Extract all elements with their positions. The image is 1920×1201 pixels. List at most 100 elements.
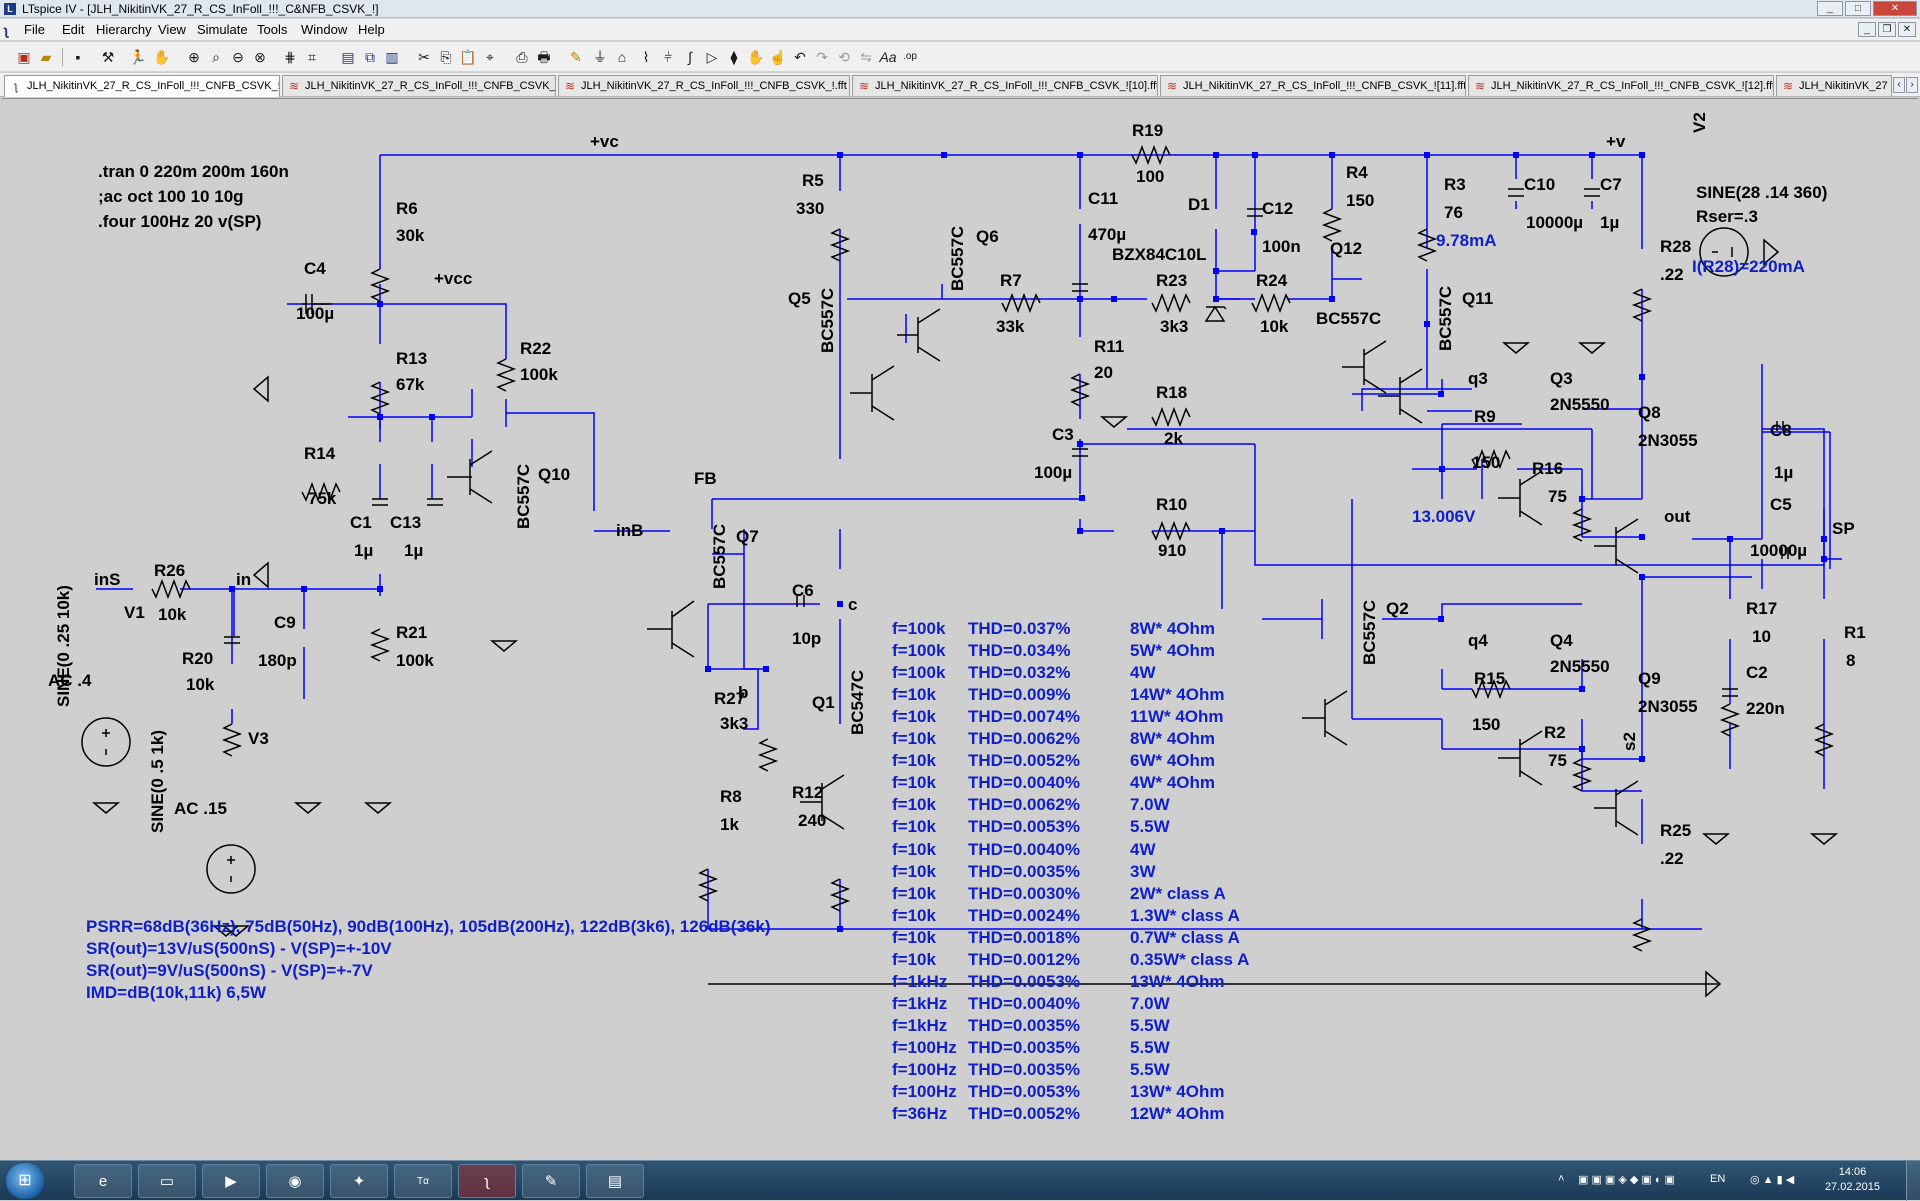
label-net-icon[interactable]: ⌂ (617, 49, 627, 65)
new-schematic-icon[interactable]: ▣ (17, 49, 31, 65)
toolbar: ▣ ▰ ▪ ⚒ 🏃 ✋ ⊕ ⌕ ⊖ ⊗ ⋕ ⌗ ▤ ⧉ ▥ ✂ ⎘ 📋 ⌖ ⎙ … (0, 42, 1920, 72)
mirror-icon[interactable]: ⇋ (860, 49, 872, 65)
clock[interactable]: 14:06 27.02.2015 (1825, 1165, 1880, 1195)
ground-icon[interactable]: ⏚ (593, 49, 607, 65)
title-bar: L LTspice IV - [JLH_NikitinVK_27_R_CS_In… (0, 0, 1920, 18)
junction-dots (229, 152, 1827, 932)
open-folder-icon[interactable]: ▰ (40, 49, 52, 65)
tray-expand-icon[interactable]: ˄ (1558, 1173, 1565, 1185)
internet-explorer-icon[interactable]: e (74, 1164, 132, 1198)
ltspice-taskbar-icon[interactable]: ʅ (458, 1164, 516, 1198)
minimize-icon[interactable]: _ (1817, 1, 1843, 16)
firefox-icon[interactable]: ◉ (266, 1164, 324, 1198)
menu-help[interactable]: Help (358, 22, 385, 37)
toolbar-separator (62, 48, 63, 66)
mdi-minimize-icon[interactable]: _ (1858, 22, 1876, 37)
tab-fft[interactable]: ≋JLH_NikitinVK_27_R_CS_InFoll_!!!_CNFB_C… (558, 75, 850, 96)
menu-edit[interactable]: Edit (62, 22, 85, 37)
waveform-icon: ≋ (564, 79, 576, 93)
menu-tools[interactable]: Tools (257, 22, 288, 37)
waveform-icon: ≋ (1782, 79, 1794, 93)
component-icon[interactable]: ⧫ (730, 49, 738, 65)
tile-horizontal-icon[interactable]: ▤ (341, 49, 355, 65)
cut-icon[interactable]: ✂ (418, 49, 430, 65)
schematic-icon: ʅ (14, 79, 18, 93)
drag-icon[interactable]: ☝ (769, 49, 787, 65)
tab-label: JLH_NikitinVK_27_R_CS_InFoll_!!!_CNFB_CS… (27, 80, 280, 92)
tab-fft-12[interactable]: ≋ JLH_NikitinVK_27_R_CS_InFoll_!!!_CNFB_C… (1468, 75, 1774, 96)
waveform-icon: ≋ (288, 79, 300, 93)
document-tabs: ʅ JLH_NikitinVK_27_R_CS_InFoll_!!!_CNFB_C… (0, 73, 1920, 97)
waveform-icon: ≋ (1166, 79, 1178, 93)
menu-window[interactable]: Window (301, 22, 348, 37)
zoom-cancel-icon[interactable]: ⊗ (254, 49, 266, 65)
paste-icon[interactable]: 📋 (459, 49, 477, 65)
rotate-icon[interactable]: ⟲ (838, 49, 850, 65)
menu-simulate[interactable]: Simulate (197, 22, 248, 37)
menu-hierarchy[interactable]: Hierarchy (96, 22, 152, 37)
halt-icon[interactable]: ✋ (153, 49, 171, 65)
tab-label: JLH_NikitinVK_27_R_CS_InFoll_!!!_CNFB_CS… (1491, 80, 1774, 92)
run-icon[interactable]: 🏃 (129, 49, 147, 65)
app-icon[interactable]: ✦ (330, 1164, 388, 1198)
waveform-icon: ≋ (1474, 79, 1486, 93)
redo-icon[interactable]: ↷ (816, 49, 828, 65)
tab-scroll-right-icon[interactable]: › (1906, 77, 1918, 93)
system-tray: ˄ ▣ ▣ ▣ ◈ ◆ ▣ ◐ ▣ EN ◎ ▲ ▮ ◀ 14:06 27.02… (1540, 1161, 1920, 1201)
file-explorer-icon[interactable]: ▭ (138, 1164, 196, 1198)
menu-file[interactable]: File (24, 22, 45, 37)
print-preview-icon[interactable]: ⎙ (516, 49, 528, 65)
tab-schematic-2[interactable]: ≋ JLH_NikitinVK_27_R_CS_InFoll_!!!_CNFB_C… (282, 75, 556, 96)
tile-vertical-icon[interactable]: ▥ (385, 49, 399, 65)
undo-icon[interactable]: ↶ (794, 49, 806, 65)
wires (96, 154, 1842, 930)
clock-date: 27.02.2015 (1824, 1181, 1880, 1193)
schematic-canvas[interactable]: .tran 0 220m 200m 160n ;ac oct 100 10 10… (2, 98, 1918, 1158)
clock-time: 14:06 (1838, 1166, 1867, 1178)
menu-view[interactable]: View (158, 22, 186, 37)
maximize-icon[interactable]: □ (1845, 1, 1871, 16)
print-icon[interactable]: 🖶 (537, 49, 551, 65)
tab-scroll-left-icon[interactable]: ‹ (1893, 77, 1905, 93)
window-icon[interactable]: ▤ (586, 1164, 644, 1198)
components (81, 144, 1839, 998)
save-icon[interactable]: ▪ (75, 49, 81, 65)
spice-directive-icon[interactable]: .op (903, 51, 917, 62)
language-indicator[interactable]: EN (1710, 1173, 1726, 1185)
paint-icon[interactable]: ✎ (522, 1164, 580, 1198)
inductor-icon[interactable]: ∫ (688, 49, 692, 65)
cascade-windows-icon[interactable]: ⧉ (365, 49, 375, 65)
tab-schematic-1[interactable]: ʅ JLH_NikitinVK_27_R_CS_InFoll_!!!_CNFB_C… (4, 75, 280, 97)
control-panel-icon[interactable]: ⚒ (101, 49, 115, 65)
resistor-icon[interactable]: ⌇ (642, 49, 650, 65)
ltspice-menu-icon[interactable]: ʅ (4, 22, 9, 38)
tab-label: JLH_NikitinVK_27_R_CS_InFoll_!!!_CNFB_CS… (1183, 80, 1466, 92)
move-icon[interactable]: ✋ (747, 49, 765, 65)
mdi-restore-icon[interactable]: ❐ (1878, 22, 1896, 37)
windows-start-icon[interactable]: ⊞ (6, 1163, 44, 1199)
zoom-in-icon[interactable]: ⊕ (188, 49, 200, 65)
zoom-out-icon[interactable]: ⊖ (232, 49, 244, 65)
tab-fft-10[interactable]: ≋JLH_NikitinVK_27_R_CS_InFoll_!!!_CNFB_C… (852, 75, 1158, 96)
diode-icon[interactable]: ▷ (706, 49, 718, 65)
show-desktop-button[interactable] (1906, 1161, 1920, 1201)
capacitor-icon[interactable]: ⫩ (663, 49, 673, 65)
copy-icon[interactable]: ⎘ (440, 49, 452, 65)
text-icon[interactable]: Aa (879, 49, 897, 65)
tray-status-icons[interactable]: ◎ ▲ ▮ ◀ (1750, 1174, 1795, 1186)
tab-overflow[interactable]: ≋ JLH_NikitinVK_27 (1776, 75, 1892, 96)
trace-app-icon[interactable]: Tα (394, 1164, 452, 1198)
mdi-close-icon[interactable]: ✕ (1898, 22, 1916, 37)
pan-icon[interactable]: ⌗ (308, 49, 316, 65)
find-icon[interactable]: ⌖ (486, 49, 494, 65)
ltspice-app-icon: L (4, 3, 16, 15)
zoom-area-icon[interactable]: ⌕ (212, 49, 220, 65)
close-icon[interactable]: ✕ (1873, 1, 1917, 16)
media-player-icon[interactable]: ▶ (202, 1164, 260, 1198)
autorange-icon[interactable]: ⋕ (284, 49, 296, 65)
tab-label: JLH_NikitinVK_27_R_CS_InFoll_!!!_CNFB_CS… (305, 80, 556, 92)
draw-wire-icon[interactable]: ✎ (570, 49, 582, 65)
tab-fft-11[interactable]: ≋ JLH_NikitinVK_27_R_CS_InFoll_!!!_CNFB_C… (1160, 75, 1466, 96)
tab-label: JLH_NikitinVK_27 (1799, 80, 1888, 92)
tray-apps-icon[interactable]: ▣ ▣ ▣ ◈ ◆ ▣ ◐ ▣ (1578, 1174, 1675, 1186)
